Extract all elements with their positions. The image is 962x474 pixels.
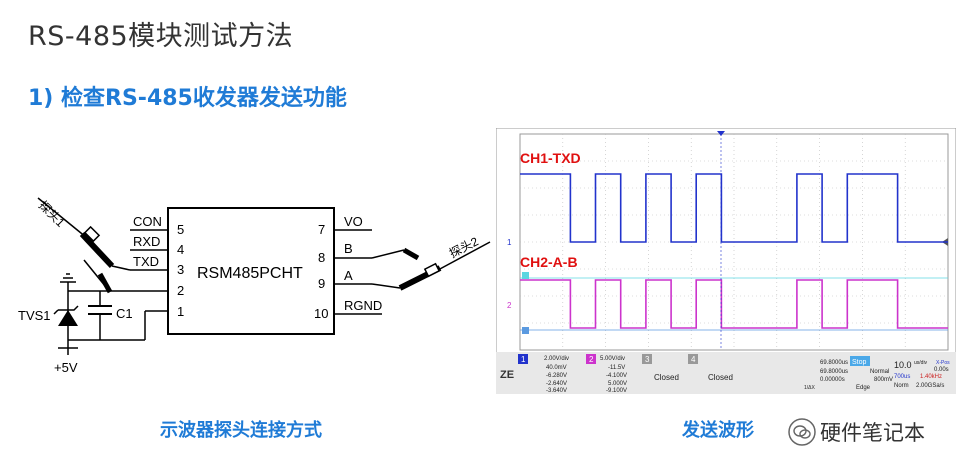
probe-1: 探头1 (36, 197, 131, 294)
ch4-state: Closed (708, 373, 733, 382)
oscilloscope-screenshot: CH1-TXD CH2-A-B 1 2 ZE 1 2.00V/div 40.0m… (496, 128, 956, 394)
ch1-num: 1 (521, 355, 526, 364)
xpos-label: X-Pos (936, 360, 950, 366)
pin-num-7: 7 (318, 222, 325, 237)
ch2-pos: -11.5V (608, 365, 625, 371)
watermark: 硬件笔记本 (784, 418, 925, 446)
probe-connection-schematic: RSM485PCHT CON RXD TXD 5 4 3 2 1 VO B A … (18, 197, 491, 375)
cursor-dx: 0.00000s (820, 377, 845, 383)
cursor-a-marker (522, 327, 529, 334)
timebase-unit: us/div (914, 360, 928, 366)
left-wiring (58, 273, 146, 355)
ch1-txd-waveform (520, 173, 948, 243)
chip-name: RSM485PCHT (197, 265, 303, 282)
ch1-pos: 40.0mV (546, 365, 567, 371)
pin-num-4: 4 (177, 242, 184, 257)
frequency: 1.40kHz (920, 374, 942, 380)
watermark-text: 硬件笔记本 (820, 421, 925, 445)
section-heading: 1) 检查RS-485收发器发送功能 (28, 86, 347, 111)
scope-status-bar: ZE 1 2.00V/div 40.0mV -6.280V -2.640V -3… (496, 352, 956, 394)
ch2-ab-waveform (520, 279, 948, 329)
cursor-xa: 69.8000us (820, 360, 848, 366)
ch1-ya: -6.280V (546, 373, 567, 379)
pin-label-rgnd: RGND (344, 298, 382, 313)
capacitor-c1: C1 (88, 305, 133, 321)
left-pins: CON RXD TXD 5 4 3 2 1 (110, 214, 184, 319)
schematic-caption: 示波器探头连接方式 (160, 420, 322, 441)
pin-label-a: A (344, 268, 353, 283)
tvs-diode: TVS1 (18, 305, 79, 326)
waveform-caption: 发送波形 (682, 420, 754, 441)
wechat-icon (788, 418, 816, 446)
pin-num-2: 2 (177, 283, 184, 298)
pin-label-b: B (344, 241, 353, 256)
ch2-dy: -9.100V (606, 388, 627, 394)
pin-label-txd: TXD (133, 254, 159, 269)
ch3-state: Closed (654, 373, 679, 382)
ch3-num: 3 (645, 355, 650, 364)
ch2-label: CH2-A-B (520, 254, 578, 270)
run-state: Stop (852, 359, 867, 366)
cap-label: C1 (116, 306, 133, 321)
ch2-ya: -4.100V (606, 373, 627, 379)
pin-num-9: 9 (318, 276, 325, 291)
ch4-num: 4 (691, 355, 696, 364)
trigger-marker (717, 131, 725, 136)
pin-num-3: 3 (177, 262, 184, 277)
xpos-value: 0.00s (934, 367, 949, 373)
trigger-type: Edge (856, 385, 871, 391)
cursor-xb: 69.8000us (820, 369, 848, 375)
ch2-num: 2 (589, 355, 594, 364)
trigger-mode: Normal (870, 369, 889, 375)
sample-rate: 2.00GSa/s (916, 383, 944, 389)
ch1-vdiv: 2.00V/div (544, 356, 569, 362)
pin-label-vo: VO (344, 214, 363, 229)
trigger-level: 800mV (874, 377, 893, 383)
cursor-b-marker (522, 272, 529, 279)
pin-num-5: 5 (177, 222, 184, 237)
probe-2: 探头2 (371, 234, 491, 291)
ch2-marker: 2 (507, 301, 512, 310)
probe-1-label: 探头1 (36, 198, 68, 230)
supply-label: +5V (54, 360, 78, 375)
ch2-vdiv: 5.00V/div (600, 356, 625, 362)
ch1-yb: -2.640V (546, 381, 567, 387)
pin-num-10: 10 (314, 306, 328, 321)
chip-body (167, 207, 335, 335)
memory-depth: 700us (894, 374, 910, 380)
pin-label-rxd: RXD (133, 234, 160, 249)
ch2-yb: 5.000V (608, 381, 627, 387)
right-pins: VO B A RGND 7 8 9 10 (314, 214, 382, 321)
pin-num-1: 1 (177, 304, 184, 319)
scope-logo: ZE (500, 369, 514, 381)
pin-label-con: CON (133, 214, 162, 229)
acq-mode: Norm (894, 383, 909, 389)
page-title: RS-485模块测试方法 (28, 21, 294, 52)
pin-num-8: 8 (318, 250, 325, 265)
ch1-dy: -3.640V (546, 388, 567, 394)
timebase-value: 10.0 (894, 360, 912, 370)
ch1-marker: 1 (507, 238, 512, 247)
cursor-inv-dx: 1/ΔX (804, 385, 816, 391)
ch1-label: CH1-TXD (520, 150, 581, 166)
tvs-label: TVS1 (18, 308, 51, 323)
scope-waveforms (520, 134, 948, 350)
